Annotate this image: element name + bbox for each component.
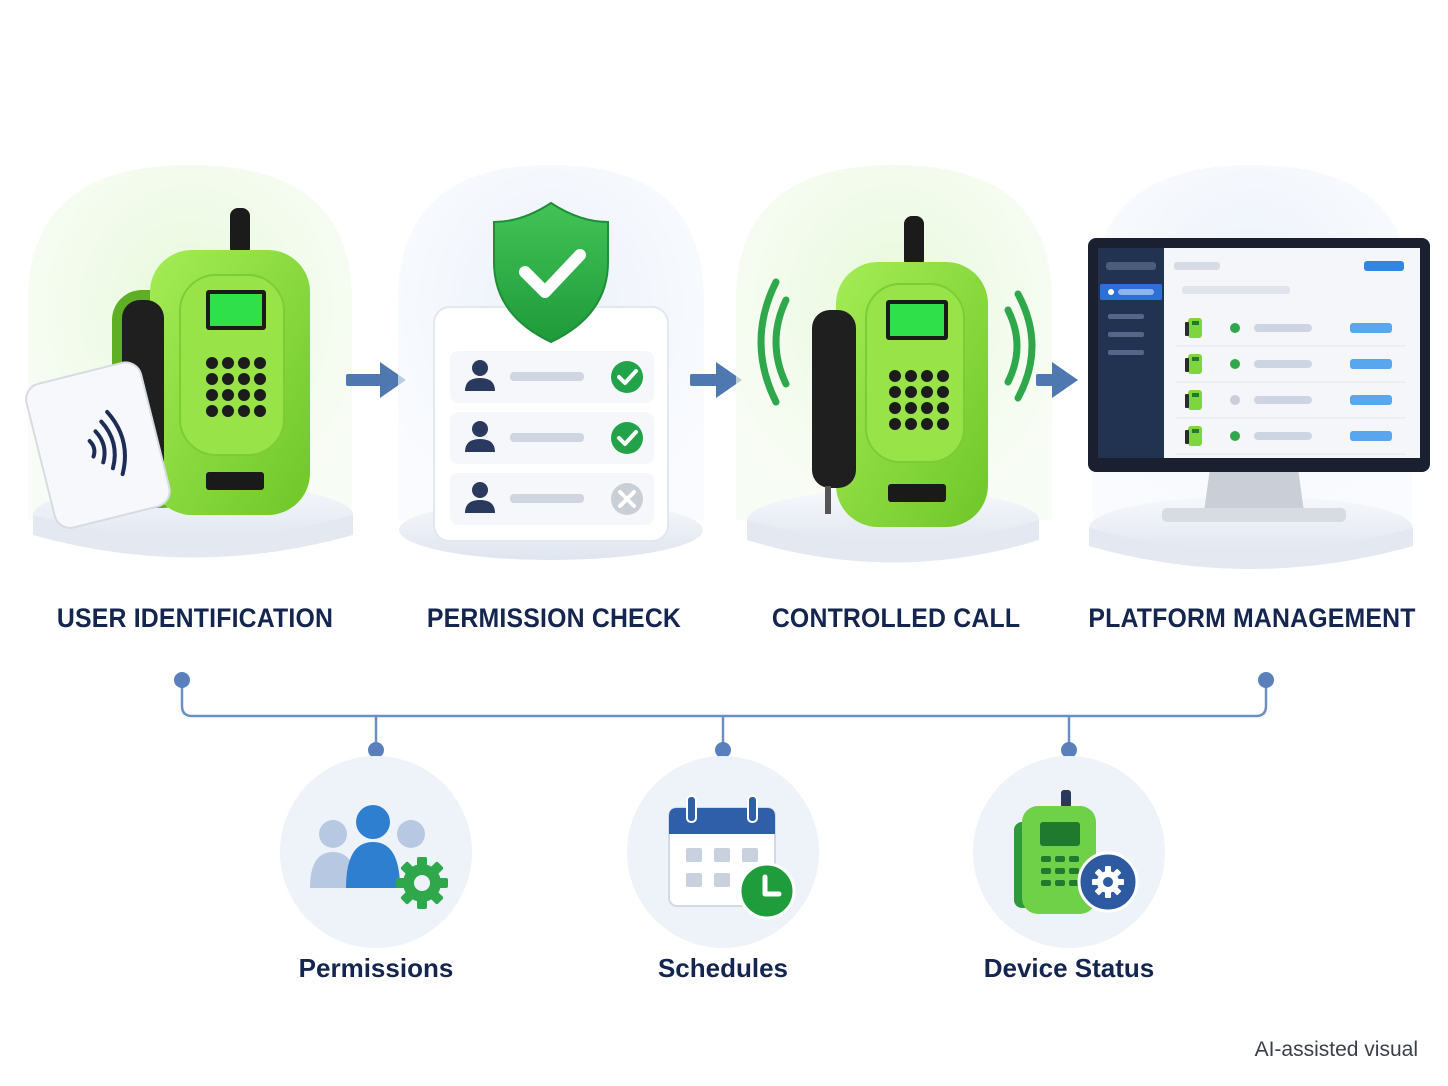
device-phone-icon xyxy=(1185,390,1202,410)
flow-arrow-2 xyxy=(690,362,742,398)
status-dot xyxy=(1230,431,1240,441)
pedestal-side xyxy=(747,520,1039,563)
dashboard-device-list xyxy=(1176,318,1406,455)
user-icon xyxy=(465,482,495,513)
permission-row xyxy=(450,351,654,403)
status-dot xyxy=(1230,323,1240,333)
device-phone-icon xyxy=(1185,426,1202,446)
footnote: AI-assisted visual xyxy=(1254,1038,1418,1061)
feature-label-schedules: Schedules xyxy=(657,953,789,983)
connector-lines xyxy=(180,680,1268,750)
calendar-clock-icon xyxy=(668,795,796,920)
rfid-card-icon xyxy=(25,361,171,529)
users-gear-icon xyxy=(310,805,448,909)
step-title-permission: PERMISSION CHECK xyxy=(426,603,682,633)
monitor-icon xyxy=(1088,238,1430,522)
status-dot xyxy=(1230,395,1240,405)
dashboard-row xyxy=(1176,318,1406,347)
dashboard-row xyxy=(1176,426,1406,455)
device-phone-icon xyxy=(1185,354,1202,374)
x-circle-icon xyxy=(611,483,643,515)
status-dot xyxy=(1230,359,1240,369)
flow-arrow-3 xyxy=(1036,362,1078,398)
step-title-identification: USER IDENTIFICATION xyxy=(56,603,334,633)
step-title-call: CONTROLLED CALL xyxy=(771,603,1021,633)
check-circle-icon xyxy=(611,361,643,393)
connector-nodes xyxy=(174,672,1274,758)
flow-arrow-1 xyxy=(346,362,406,398)
step-platform-illustration xyxy=(1088,165,1430,569)
dashboard-row xyxy=(1176,390,1406,419)
check-circle-icon xyxy=(611,422,643,454)
feature-label-device-status: Device Status xyxy=(983,953,1155,983)
feature-label-permissions: Permissions xyxy=(298,953,454,983)
user-icon xyxy=(465,360,495,391)
sound-wave-icon xyxy=(757,278,1036,406)
phone-gear-icon xyxy=(1014,790,1139,914)
step-identification-illustration xyxy=(25,165,353,558)
permission-row xyxy=(450,473,654,525)
device-phone-icon xyxy=(1185,318,1202,338)
step-title-platform: PLATFORM MANAGEMENT xyxy=(1088,603,1416,633)
pedestal-side xyxy=(33,515,353,558)
payphone-icon xyxy=(812,216,988,527)
dashboard-row xyxy=(1176,354,1406,383)
shield-check-icon xyxy=(493,201,609,344)
user-icon xyxy=(465,421,495,452)
payphone-icon xyxy=(112,208,310,515)
pedestal-side xyxy=(1089,528,1413,569)
permission-list xyxy=(450,351,654,525)
permission-row xyxy=(450,412,654,464)
step-call-illustration xyxy=(736,165,1052,563)
